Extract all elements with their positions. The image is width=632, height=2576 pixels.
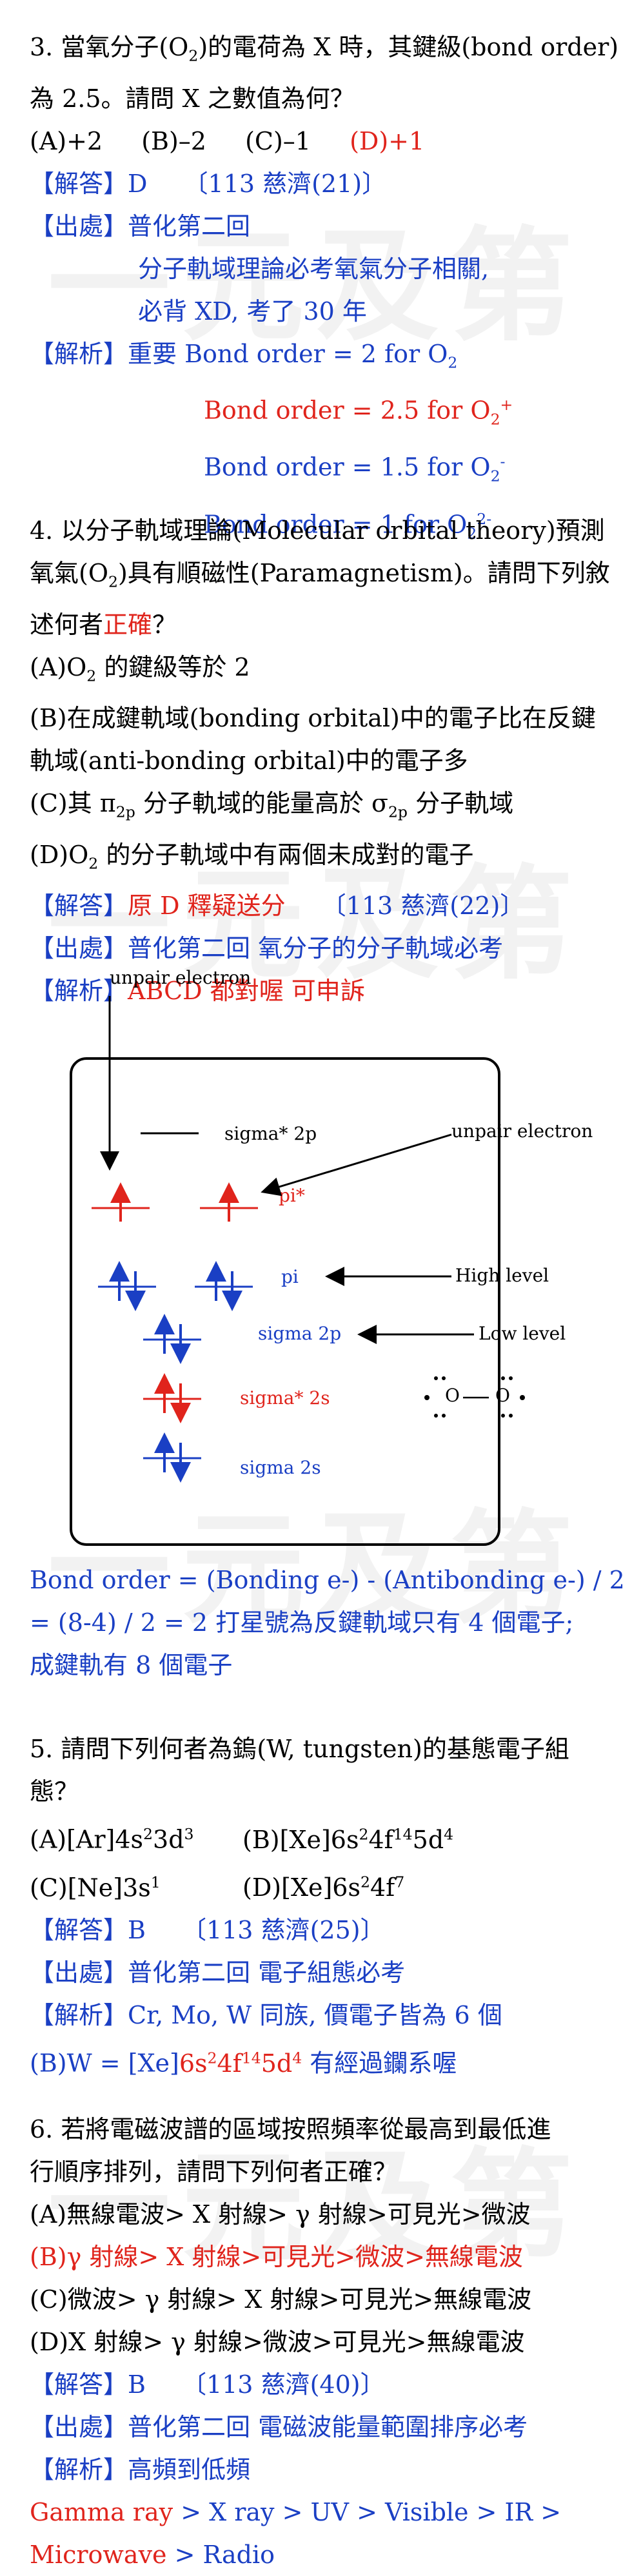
spectrum-order: Gamma ray > X ray > UV > Visible > IR > [30, 2498, 562, 2526]
option-c: (C)–1 [245, 126, 311, 155]
option-d: (D)O2 的分子軌域中有兩個未成對的電子 [30, 840, 474, 873]
answer-line: 【解答】B〔113 慈濟(40)〕 [30, 2370, 385, 2399]
high-level-label: High level [455, 1265, 549, 1286]
question-5: 5. 請問下列何者為鎢(W, tungsten)的基態電子組 態？ (A)[Ar… [30, 1728, 610, 2085]
option-a: (A)+2 [30, 126, 103, 155]
option-b: (B)γ 射線> X 射線>可見光>微波>無線電波 [30, 2243, 523, 2271]
spectrum-order: Microwave > Radio [30, 2541, 275, 2569]
option-c: (C)微波> γ 射線> X 射線>可見光>無線電波 [30, 2285, 532, 2314]
options-row: (A)[Ar]4s23d3 (B)[Xe]6s24f145d4 [30, 1813, 610, 1861]
source-line: 必背 XD, 考了 30 年 [138, 297, 367, 326]
option-c: (C)[Ne]3s1 [30, 1873, 161, 1902]
pi-star-label: pi* [279, 1185, 305, 1206]
formula-line: Bond order = 2.5 for O2+ [204, 396, 513, 429]
option-d: (D)X 射線> γ 射線>微波>可見光>無線電波 [30, 2328, 525, 2356]
explanation-line: 【解析】Cr, Mo, W 同族, 價電子皆為 6 個 [30, 2001, 502, 2030]
explanation-line: (B)W = [Xe]6s24f145d4 有經過鑭系喔 [30, 2049, 457, 2078]
question-4: 4. 以分子軌域理論(Molecular orbital theory)預測 氧… [30, 509, 610, 1012]
formula-line: Bond order = 1 for O22- [204, 509, 492, 542]
diagram-frame [70, 1057, 500, 1546]
explanation-line: 【解析】重要 Bond order = 2 for O2 [30, 339, 458, 372]
bond-order-line: 成鍵軌有 8 個電子 [30, 1651, 233, 1679]
lewis-structure [424, 1376, 525, 1418]
question-stem: 6. 若將電磁波譜的區域按照頻率從最高到最低進 [30, 2115, 551, 2143]
option-b: (B)–2 [141, 126, 206, 155]
option-c: (C)其 π2p 分子軌域的能量高於 σ2p 分子軌域 [30, 789, 514, 821]
source-line: 分子軌域理論必考氧氣分子相關, [138, 254, 489, 283]
option-a: (A)[Ar]4s23d3 [30, 1825, 194, 1854]
answer-line: 【解答】D〔113 慈濟(21)〕 [30, 169, 387, 198]
answer-line: 【解答】B〔113 慈濟(25)〕 [30, 1916, 385, 1945]
pointer-arrow [261, 1133, 452, 1196]
question-stem: 氧氣(O2)具有順磁性(Paramagnetism)。請問下列敘 [30, 559, 610, 591]
question-stem: 3. 當氧分子(O2)的電荷為 X 時，其鍵級(bond order) [30, 33, 619, 65]
explanation-line: 【解析】ABCD 都對喔 可申訴 [30, 977, 365, 1006]
question-stem: 4. 以分子軌域理論(Molecular orbital theory)預測 [30, 516, 605, 545]
source-line: 【出處】普化第二回 [30, 211, 251, 240]
option-d: (D)+1 [350, 126, 425, 155]
sigma-star-2p-label: sigma* 2p [224, 1123, 317, 1144]
options-row: (C)[Ne]3s1 (D)[Xe]6s24f7 [30, 1861, 610, 1909]
option-b-cont: 軌域(anti-bonding orbital)中的電子多 [30, 746, 468, 776]
options-row: (A)+2 (B)–2 (C)–1 (D)+1 [30, 120, 610, 162]
question-stem: 5. 請問下列何者為鎢(W, tungsten)的基態電子組 [30, 1735, 569, 1763]
unpair-electron-label: unpair electron [451, 1120, 593, 1142]
low-level-label: Low level [479, 1323, 566, 1344]
formula-line: Bond order = 1.5 for O2- [204, 453, 506, 485]
answer-line: 【解答】原 D 釋疑送分〔113 慈濟(22)〕 [30, 892, 525, 921]
sigma-2s-label: sigma 2s [240, 1457, 321, 1478]
question-stem: 行順序排列，請問下列何者正確？ [30, 2158, 398, 2186]
source-line: 【出處】普化第二回 電子組態必考 [30, 1958, 406, 1987]
question-stem: 態？ [30, 1777, 79, 1806]
bond-order-line: = (8-4) / 2 = 2 打星號為反鍵軌域只有 4 個電子; [30, 1608, 574, 1637]
question-stem: 述何者正確？ [30, 610, 177, 639]
pi-label: pi [281, 1266, 299, 1287]
sigma-star-2s-label: sigma* 2s [240, 1387, 330, 1409]
oxygen-atom-label: O [495, 1385, 510, 1406]
bond-order-line: Bond order = (Bonding e-) - (Antibonding… [30, 1566, 625, 1594]
option-a: (A)O2 的鍵級等於 2 [30, 652, 250, 685]
sigma-2p-label: sigma 2p [258, 1323, 342, 1344]
question-stem: 為 2.5。請問 X 之數值為何？ [30, 84, 355, 113]
question-3: 3. 當氧分子(O2)的電荷為 X 時，其鍵級(bond order) 為 2.… [30, 26, 619, 554]
bond-order-explanation: Bond order = (Bonding e-) - (Antibonding… [30, 1559, 625, 1686]
source-line: 【出處】普化第二回 氧分子的分子軌域必考 [30, 934, 504, 963]
explanation-line: 【解析】高頻到低頻 [30, 2455, 251, 2484]
option-a: (A)無線電波> X 射線> γ 射線>可見光>微波 [30, 2200, 531, 2229]
oxygen-atom-label: O [445, 1385, 460, 1406]
option-b: (B)在成鍵軌域(bonding orbital)中的電子比在反鍵 [30, 704, 596, 733]
option-d: (D)[Xe]6s24f7 [242, 1873, 405, 1902]
question-6: 6. 若將電磁波譜的區域按照頻率從最高到最低進 行順序排列，請問下列何者正確？ … [30, 2108, 610, 2576]
option-b: (B)[Xe]6s24f145d4 [242, 1825, 454, 1854]
source-line: 【出處】普化第二回 電磁波能量範圍排序必考 [30, 2413, 528, 2441]
